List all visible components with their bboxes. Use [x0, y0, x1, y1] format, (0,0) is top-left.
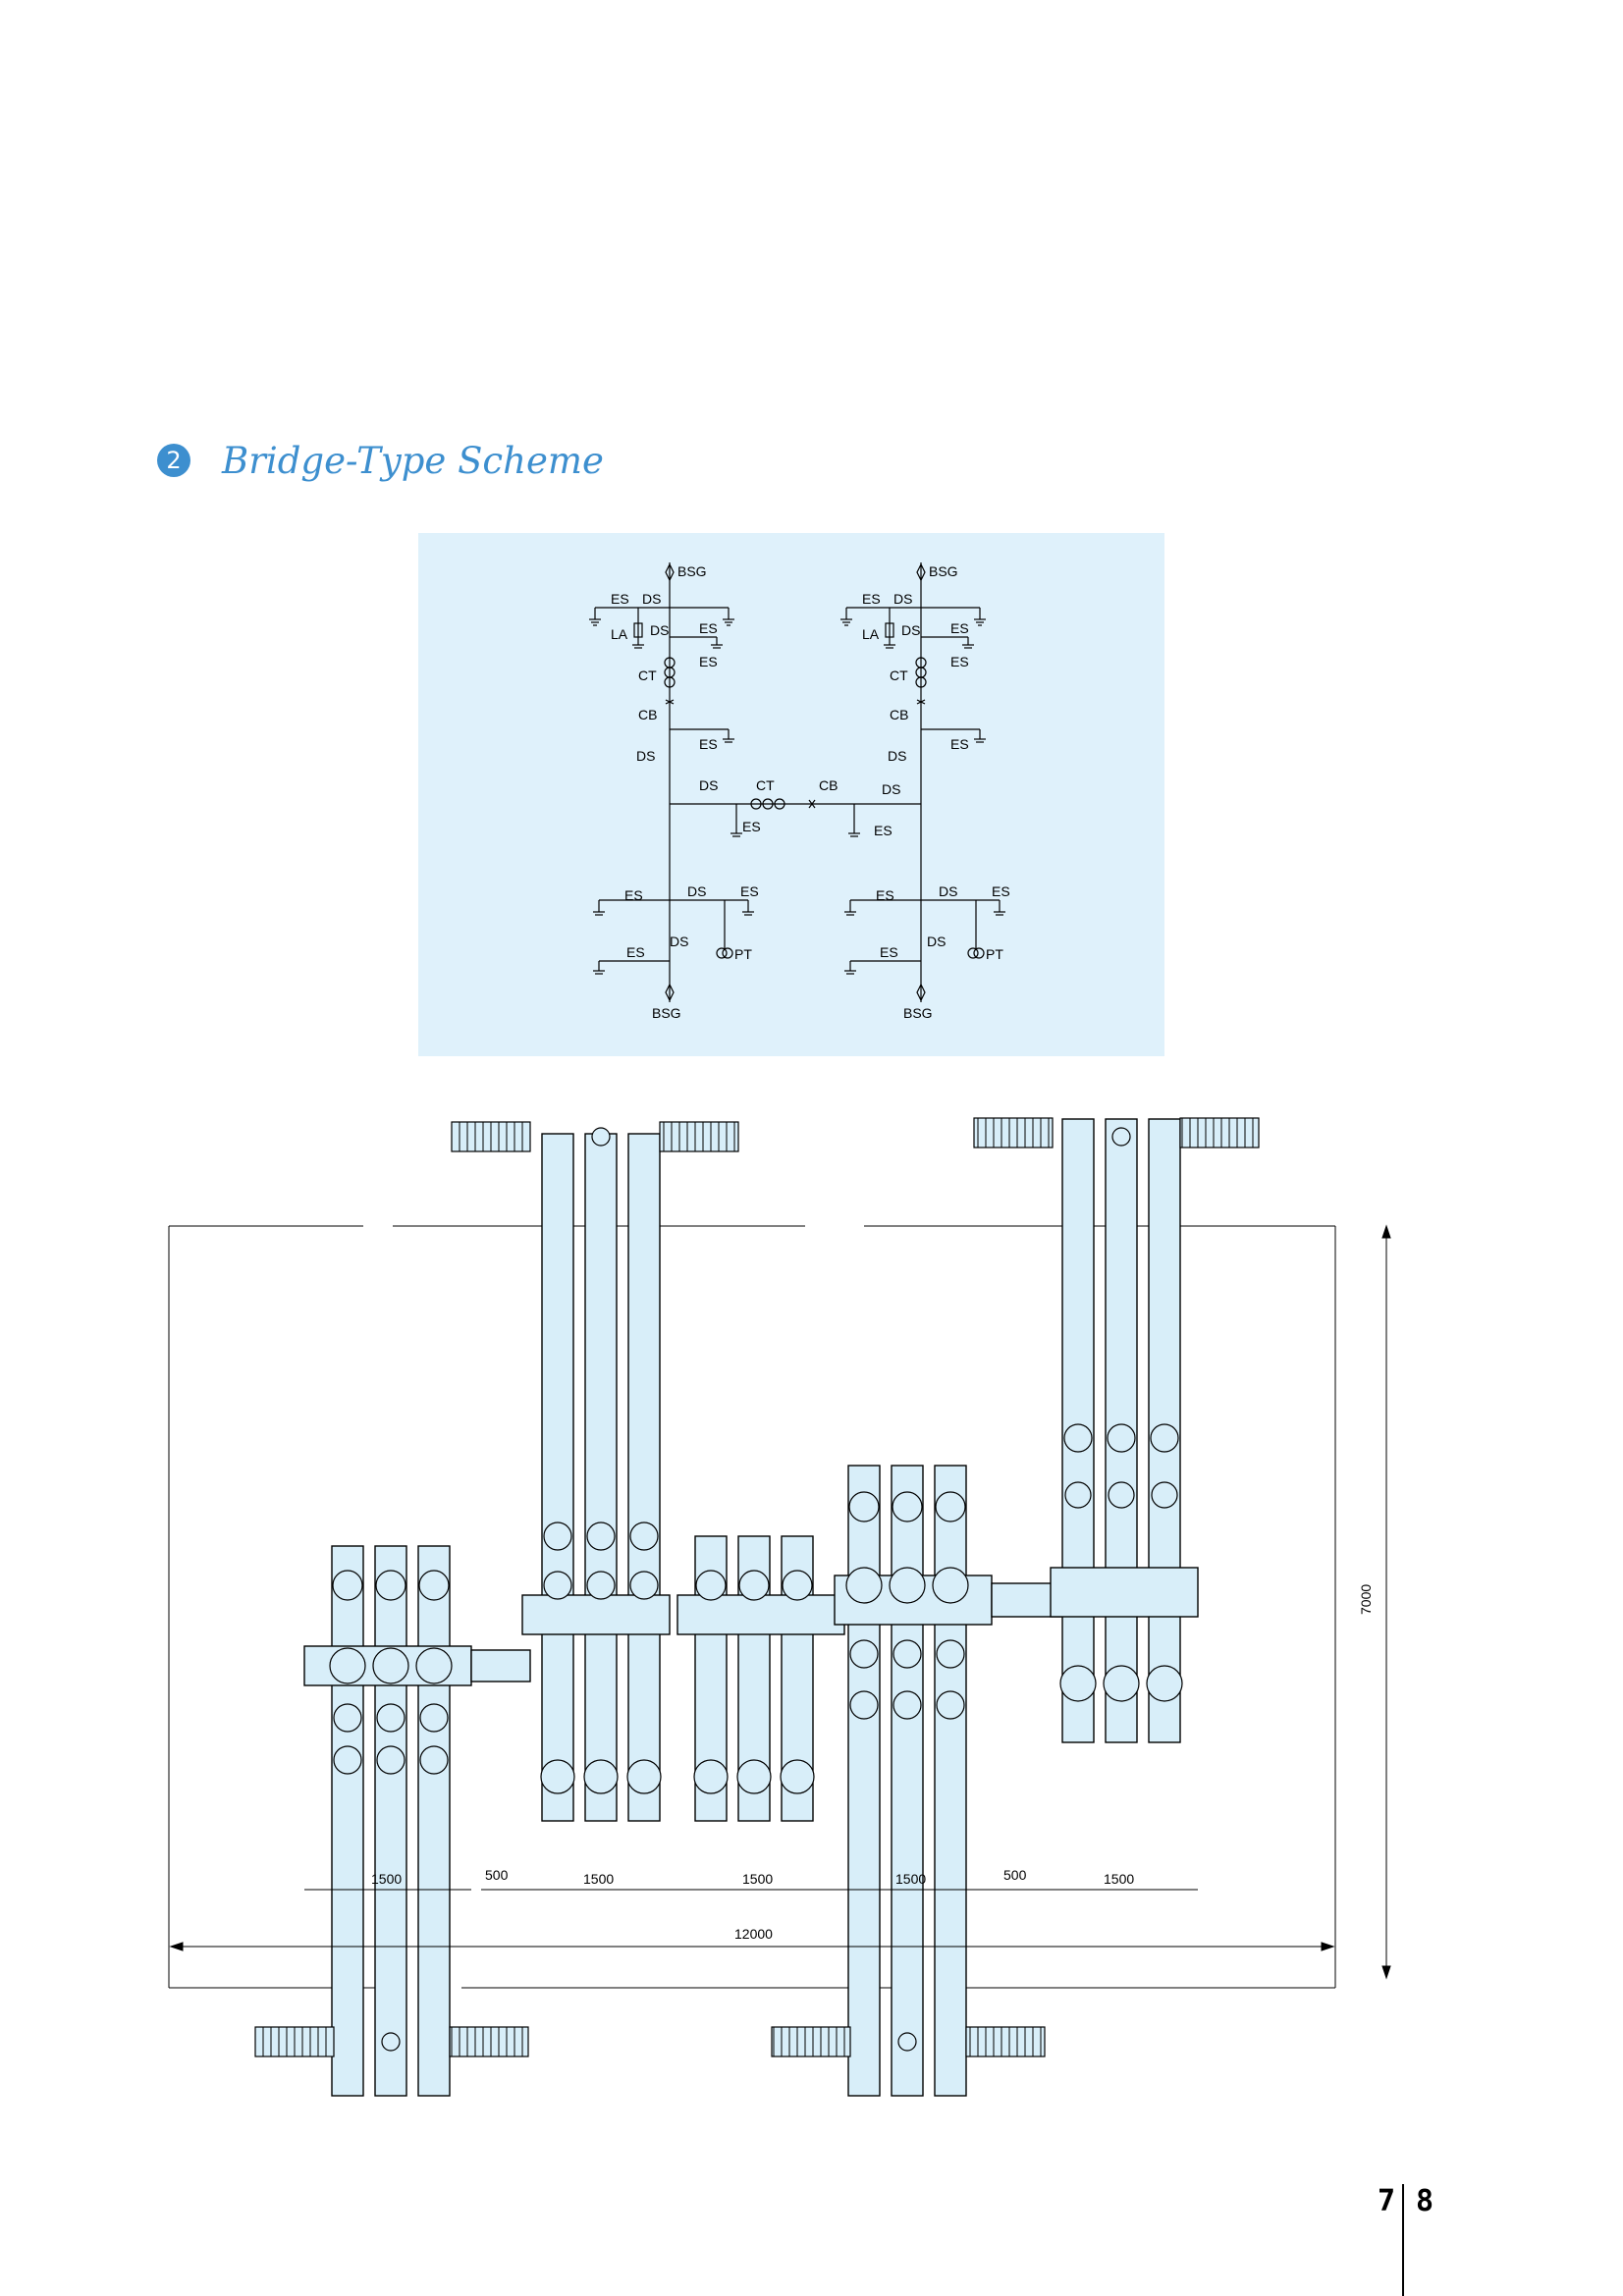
ds-label: DS	[893, 591, 912, 607]
dim-bay3: 1500	[742, 1871, 773, 1887]
ds-label: DS	[642, 591, 661, 607]
es-label: ES	[992, 883, 1010, 899]
pt-label: PT	[986, 946, 1003, 962]
page-number-right: 8	[1416, 2184, 1434, 2218]
single-line-diagram-panel: BSG ES DS LA DS ES ES CT CB ES DS DS CT …	[418, 533, 1164, 1056]
dim-gap2: 500	[1003, 1867, 1027, 1883]
section-number-badge: 2	[157, 444, 190, 477]
es-label: ES	[611, 591, 629, 607]
ds-label: DS	[699, 777, 718, 793]
es-label: ES	[624, 887, 643, 903]
section-header: 2 Bridge-Type Scheme	[157, 438, 604, 483]
es-label: ES	[950, 654, 969, 669]
dim-gap1: 500	[485, 1867, 509, 1883]
schematic-labels: BSG ES DS LA DS ES ES CT CB ES DS DS CT …	[611, 563, 1010, 1021]
ct-label: CT	[890, 667, 908, 683]
es-label: ES	[699, 736, 718, 752]
es-label: ES	[876, 887, 894, 903]
ds-label: DS	[687, 883, 706, 899]
cb-label: CB	[819, 777, 838, 793]
bsg-label: BSG	[903, 1005, 933, 1021]
single-line-diagram: BSG ES DS LA DS ES ES CT CB ES DS DS CT …	[589, 562, 1010, 1021]
gis-layout: 1500 500 1500 1500 1500 500 1500 12000 7…	[168, 1117, 1391, 2097]
la-label: LA	[611, 626, 628, 642]
es-label: ES	[950, 620, 969, 636]
es-label: ES	[699, 620, 718, 636]
es-label: ES	[874, 823, 893, 838]
ct-label: CT	[638, 667, 657, 683]
es-label: ES	[626, 944, 645, 960]
ds-label: DS	[927, 934, 946, 949]
bsg-label: BSG	[929, 563, 958, 579]
dim-bay1: 1500	[371, 1871, 402, 1887]
page-numbers: 7 8	[1370, 2184, 1448, 2296]
ds-label: DS	[670, 934, 688, 949]
gis-layout-drawing: 1500 500 1500 1500 1500 500 1500 12000 7…	[157, 1104, 1434, 2106]
dim-bay2: 1500	[583, 1871, 614, 1887]
dim-bay5: 1500	[1104, 1871, 1134, 1887]
section-title: Bridge-Type Scheme	[222, 439, 604, 482]
la-label: LA	[862, 626, 880, 642]
pt-label: PT	[734, 946, 752, 962]
es-label: ES	[740, 883, 759, 899]
page-number-left: 7	[1378, 2184, 1396, 2218]
cb-label: CB	[890, 707, 908, 722]
bsg-label: BSG	[652, 1005, 681, 1021]
page-divider	[1402, 2184, 1404, 2296]
ds-label: DS	[901, 622, 920, 638]
es-label: ES	[862, 591, 881, 607]
ds-label: DS	[888, 748, 906, 764]
ct-label: CT	[756, 777, 775, 793]
es-label: ES	[950, 736, 969, 752]
es-label: ES	[880, 944, 898, 960]
bsg-label: BSG	[677, 563, 707, 579]
ds-label: DS	[939, 883, 957, 899]
cb-label: CB	[638, 707, 657, 722]
dim-bay4: 1500	[895, 1871, 926, 1887]
ds-label: DS	[650, 622, 669, 638]
ds-label: DS	[882, 781, 900, 797]
dimension-labels: 1500 500 1500 1500 1500 500 1500 12000 7…	[371, 1584, 1374, 1942]
ds-label: DS	[636, 748, 655, 764]
es-label: ES	[699, 654, 718, 669]
dim-total-height: 7000	[1358, 1584, 1374, 1615]
dim-total-width: 12000	[734, 1926, 773, 1942]
es-label: ES	[742, 819, 761, 834]
